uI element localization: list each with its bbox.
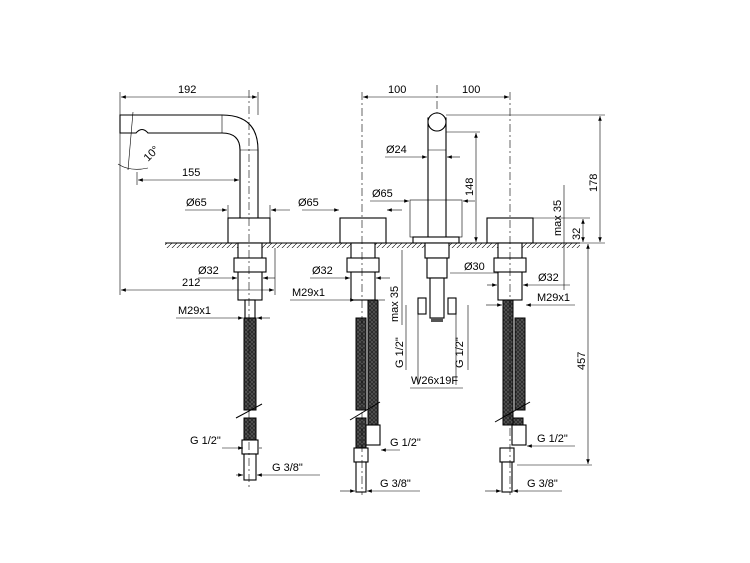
dim-g12-center-right: G 1/2" bbox=[454, 337, 466, 368]
dim-g12-center-left: G 1/2" bbox=[394, 337, 406, 368]
dim-100-left: 100 bbox=[388, 84, 406, 96]
dim-thread-b: M29x1 bbox=[292, 287, 325, 299]
dim-dia-32: Ø32 bbox=[198, 265, 219, 277]
dim-max35-right: max 35 bbox=[552, 200, 564, 236]
dim-g12-c: G 1/2" bbox=[537, 433, 568, 445]
dim-wrench: W26x19F bbox=[411, 375, 458, 387]
center-spout: 100 100 Ø24 Ø65 148 Ø30 G 1/2" G 1/2" W2… bbox=[363, 84, 509, 389]
dim-100-right: 100 bbox=[462, 84, 480, 96]
dim-dia-65-c: Ø65 bbox=[372, 188, 393, 200]
dim-dia-32-b: Ø32 bbox=[312, 265, 333, 277]
dim-dia-65: Ø65 bbox=[186, 197, 207, 209]
dim-178: 178 bbox=[588, 174, 600, 192]
dim-g12-a: G 1/2" bbox=[190, 435, 221, 447]
dim-g38-c: G 3/8" bbox=[527, 478, 558, 490]
dim-max35-left: max 35 bbox=[389, 286, 401, 322]
dim-thread: M29x1 bbox=[178, 305, 211, 317]
spout-side-view: 192 10° 155 Ø65 Ø32 212 M29x1 G 1/2" G 3… bbox=[117, 84, 320, 490]
dim-dia-65-b: Ø65 bbox=[298, 197, 319, 209]
dim-148: 148 bbox=[464, 178, 476, 196]
dim-212: 212 bbox=[182, 277, 200, 289]
dim-g12-b: G 1/2" bbox=[390, 437, 421, 449]
dim-g38-a: G 3/8" bbox=[272, 462, 303, 474]
dim-thread-c: M29x1 bbox=[537, 292, 570, 304]
dim-457: 457 bbox=[576, 352, 588, 370]
dim-192: 192 bbox=[178, 84, 196, 96]
dim-dia-24: Ø24 bbox=[386, 144, 407, 156]
dim-g38-b: G 3/8" bbox=[380, 478, 411, 490]
right-handle: Ø32 M29x1 G 1/2" G 3/8" max 35 32 178 45… bbox=[446, 92, 605, 495]
left-handle: Ø65 Ø32 M29x1 G 1/2" G 3/8" max 35 bbox=[290, 92, 421, 495]
dim-32: 32 bbox=[571, 228, 583, 240]
dim-angle: 10° bbox=[142, 144, 162, 164]
dim-dia-32-c: Ø32 bbox=[538, 272, 559, 284]
dim-dia-30: Ø30 bbox=[464, 261, 485, 273]
dim-155: 155 bbox=[182, 167, 200, 179]
